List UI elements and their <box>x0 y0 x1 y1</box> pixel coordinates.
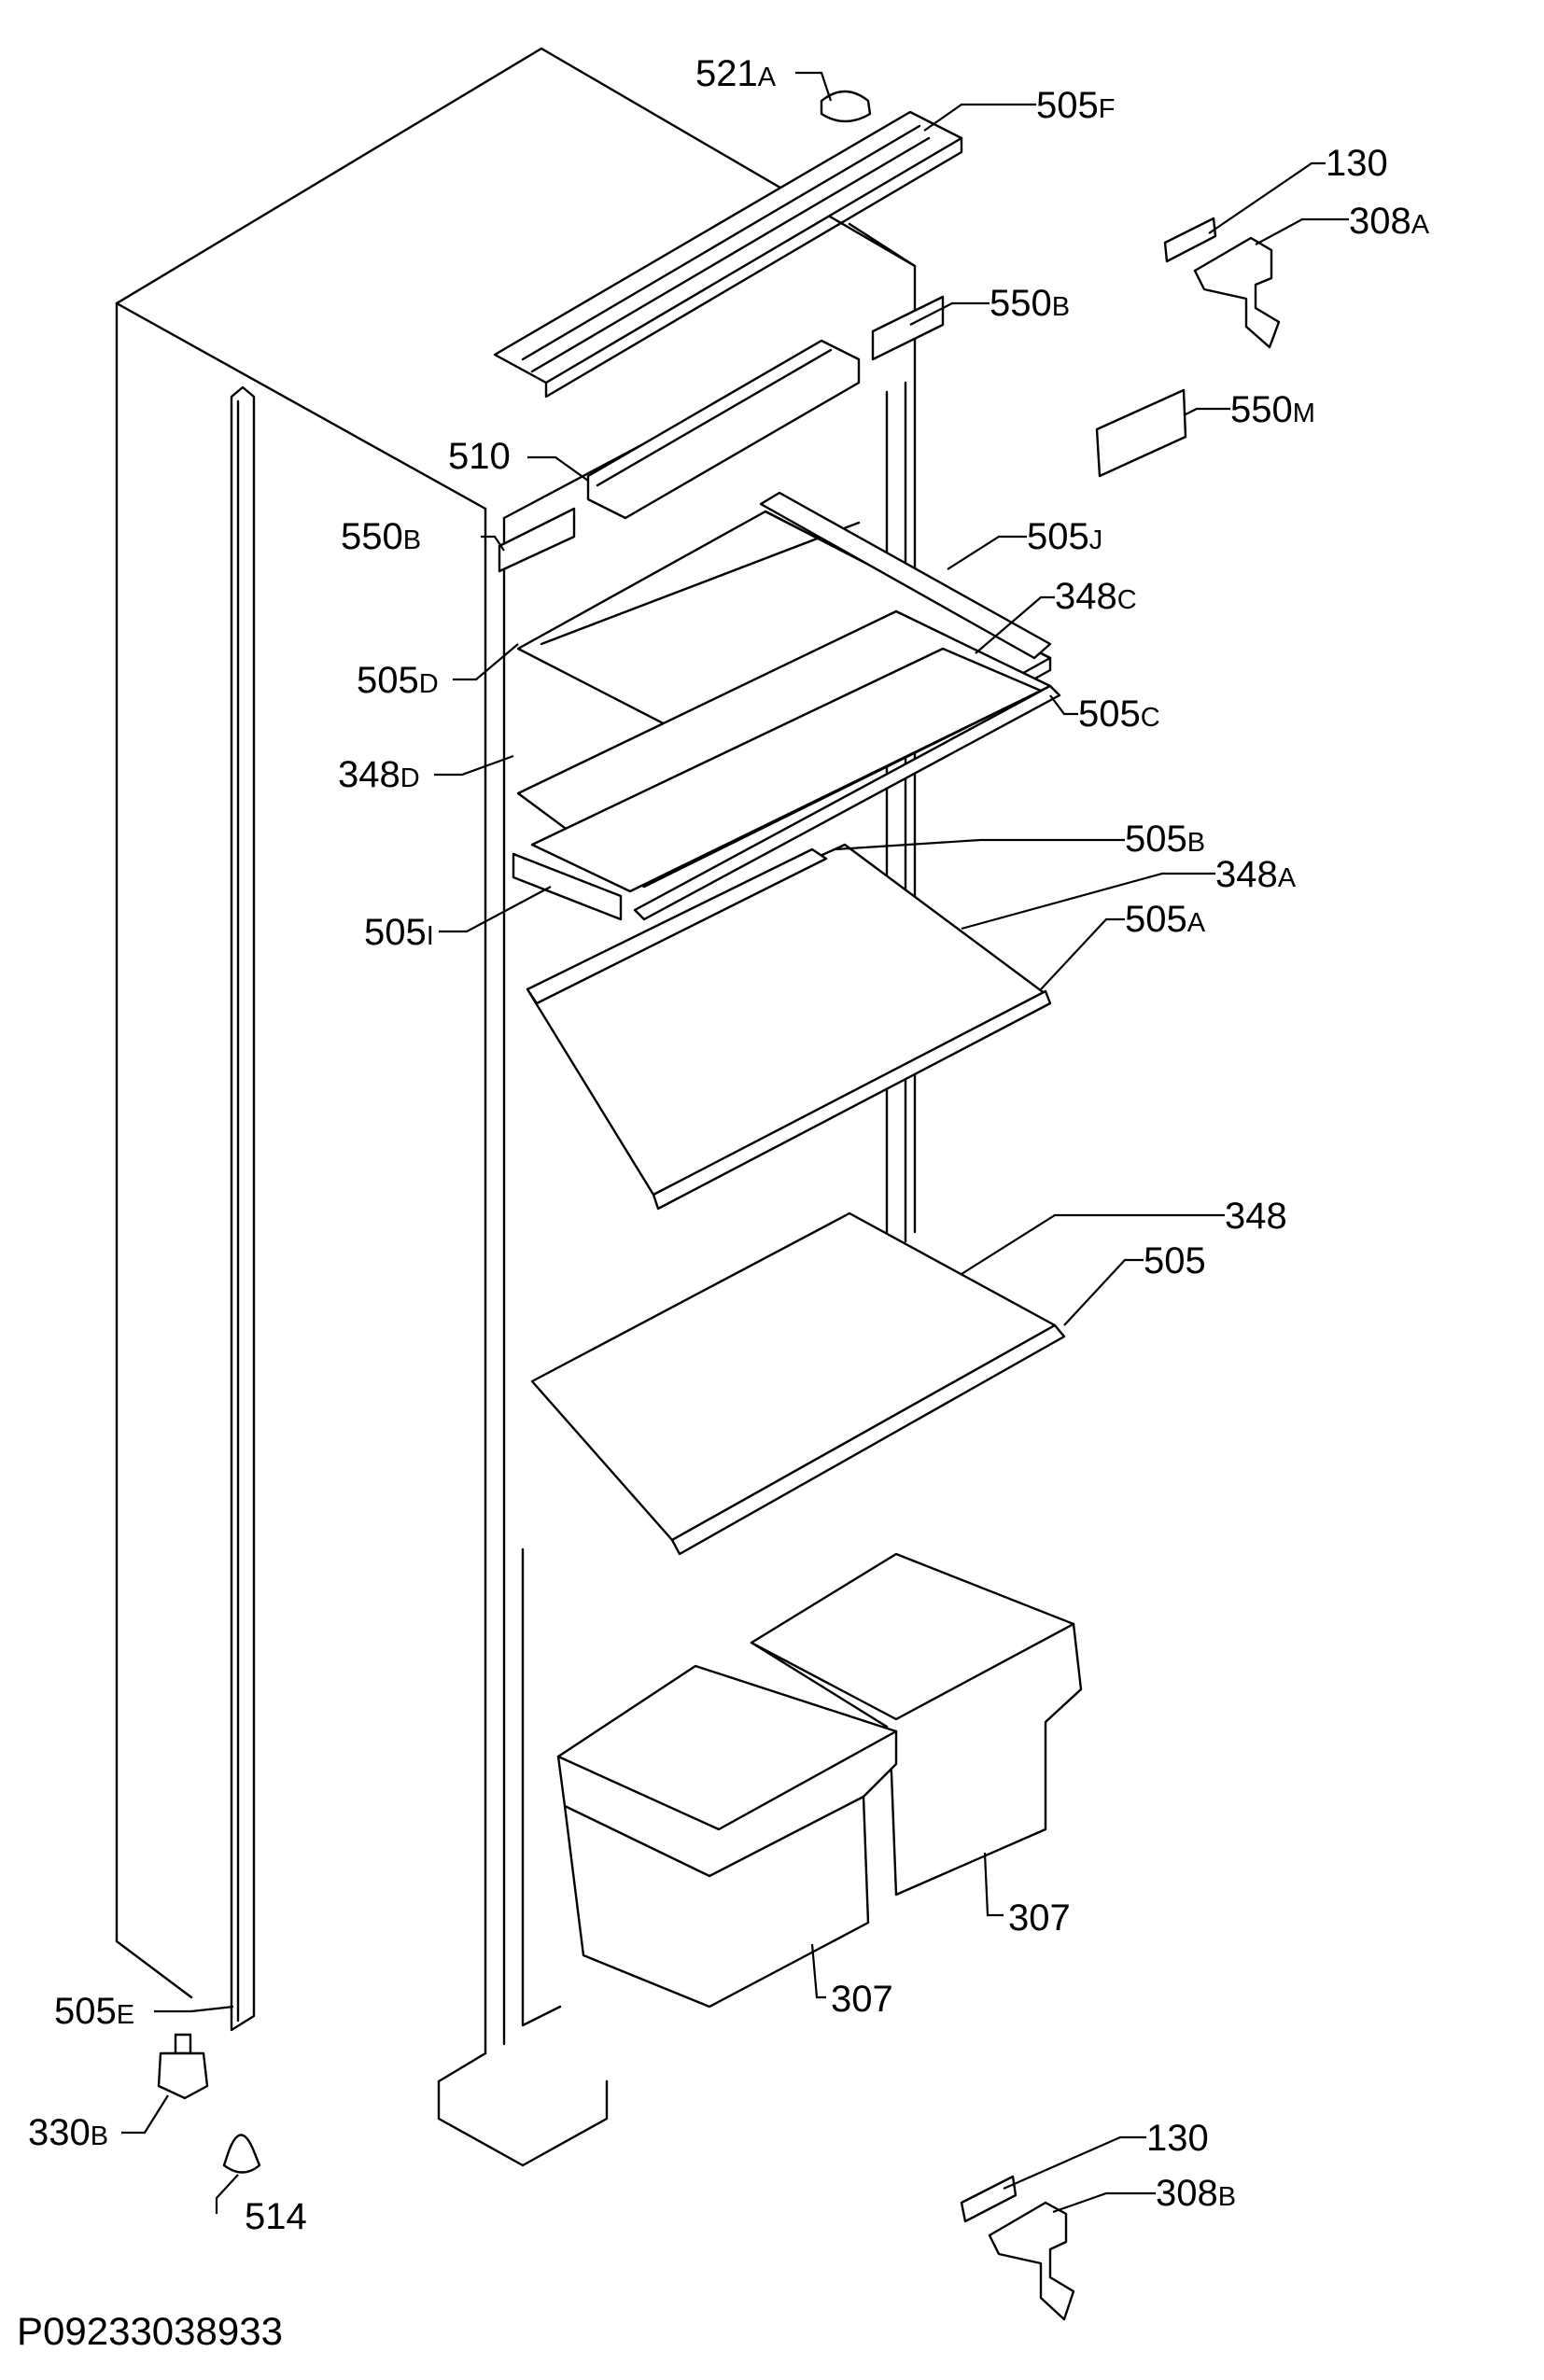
part-550m-plate <box>1095 388 1187 478</box>
label-514: 514 <box>245 2196 307 2237</box>
label-550m: 550M <box>1230 389 1315 430</box>
shelf-348-assembly <box>530 1211 1066 1556</box>
part-330b-foot <box>157 2033 209 2100</box>
label-510: 510 <box>448 436 511 477</box>
drawing-code: P09233038933 <box>17 2309 283 2353</box>
label-308b: 308B <box>1156 2173 1236 2214</box>
label-521a: 521A <box>695 53 777 94</box>
label-348: 348 <box>1225 1196 1287 1237</box>
label-505e: 505E <box>54 1991 134 2032</box>
shelf-348a-assembly <box>526 843 1052 1211</box>
shelf-348d-assembly <box>512 609 1061 921</box>
part-510-lamp-housing <box>586 339 861 520</box>
label-330b: 330B <box>28 2112 108 2153</box>
label-505: 505 <box>1144 1240 1206 1281</box>
label-550b-right: 550B <box>990 283 1070 324</box>
label-348a: 348A <box>1215 854 1297 895</box>
label-505j: 505J <box>1027 516 1102 557</box>
label-307-front: 307 <box>831 1979 893 2020</box>
part-550b-clip-right <box>871 295 945 361</box>
label-130-lower: 130 <box>1146 2118 1209 2159</box>
part-505f-top-rail <box>493 110 963 399</box>
part-514-cap <box>222 2134 261 2174</box>
label-348c: 348C <box>1055 576 1137 617</box>
part-130-lower <box>960 2175 1018 2223</box>
part-labels: 521A 505F 130 308A 550B 550M 510 550B 50… <box>28 53 1430 2237</box>
part-308a-hinge <box>1193 236 1281 349</box>
label-505d: 505D <box>357 660 439 701</box>
label-550b-left: 550B <box>341 516 421 557</box>
label-308a: 308A <box>1349 201 1430 242</box>
label-307-rear: 307 <box>1008 1897 1071 1939</box>
part-308b-hinge <box>988 2201 1075 2321</box>
label-505i: 505I <box>364 912 434 953</box>
label-505a: 505A <box>1125 899 1206 940</box>
leader-lines <box>121 71 1349 2214</box>
door-seal-505e <box>230 385 256 2032</box>
label-505f: 505F <box>1036 85 1115 126</box>
part-130-upper <box>1163 217 1217 263</box>
label-505c: 505C <box>1078 693 1160 735</box>
label-348d: 348D <box>338 754 420 795</box>
part-521a-knob <box>820 90 872 123</box>
part-550b-clip-left <box>498 507 576 573</box>
label-130-upper: 130 <box>1326 143 1388 184</box>
drawer-307-front <box>556 1664 898 2009</box>
label-505b: 505B <box>1125 819 1205 860</box>
